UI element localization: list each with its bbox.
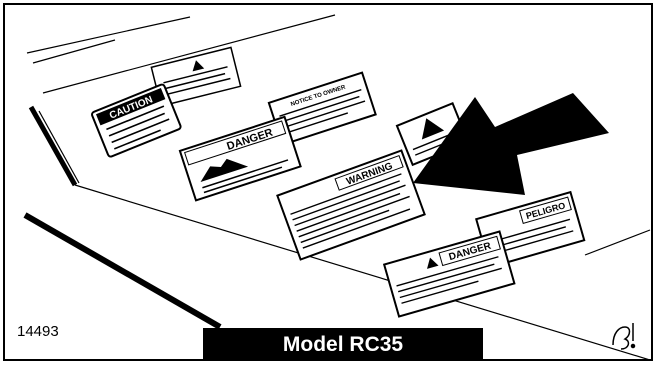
decal-small-top	[150, 46, 242, 107]
pointer-arrow	[413, 93, 609, 195]
decal-danger-2: DANGER	[382, 230, 516, 318]
deck-edge	[23, 105, 222, 330]
decal-caution: CAUTION	[91, 83, 182, 158]
model-caption: Model RC35	[203, 328, 483, 359]
decal-location-illustration: CAUTION NOTICE TO OWNER DANGER	[23, 14, 651, 359]
logo-mark	[612, 323, 636, 350]
decal-danger-1: DANGER	[178, 115, 302, 202]
figure-number: 14493	[17, 323, 59, 340]
decal-warning: WARNING	[276, 149, 426, 261]
figure-frame: CAUTION NOTICE TO OWNER DANGER	[3, 3, 653, 361]
